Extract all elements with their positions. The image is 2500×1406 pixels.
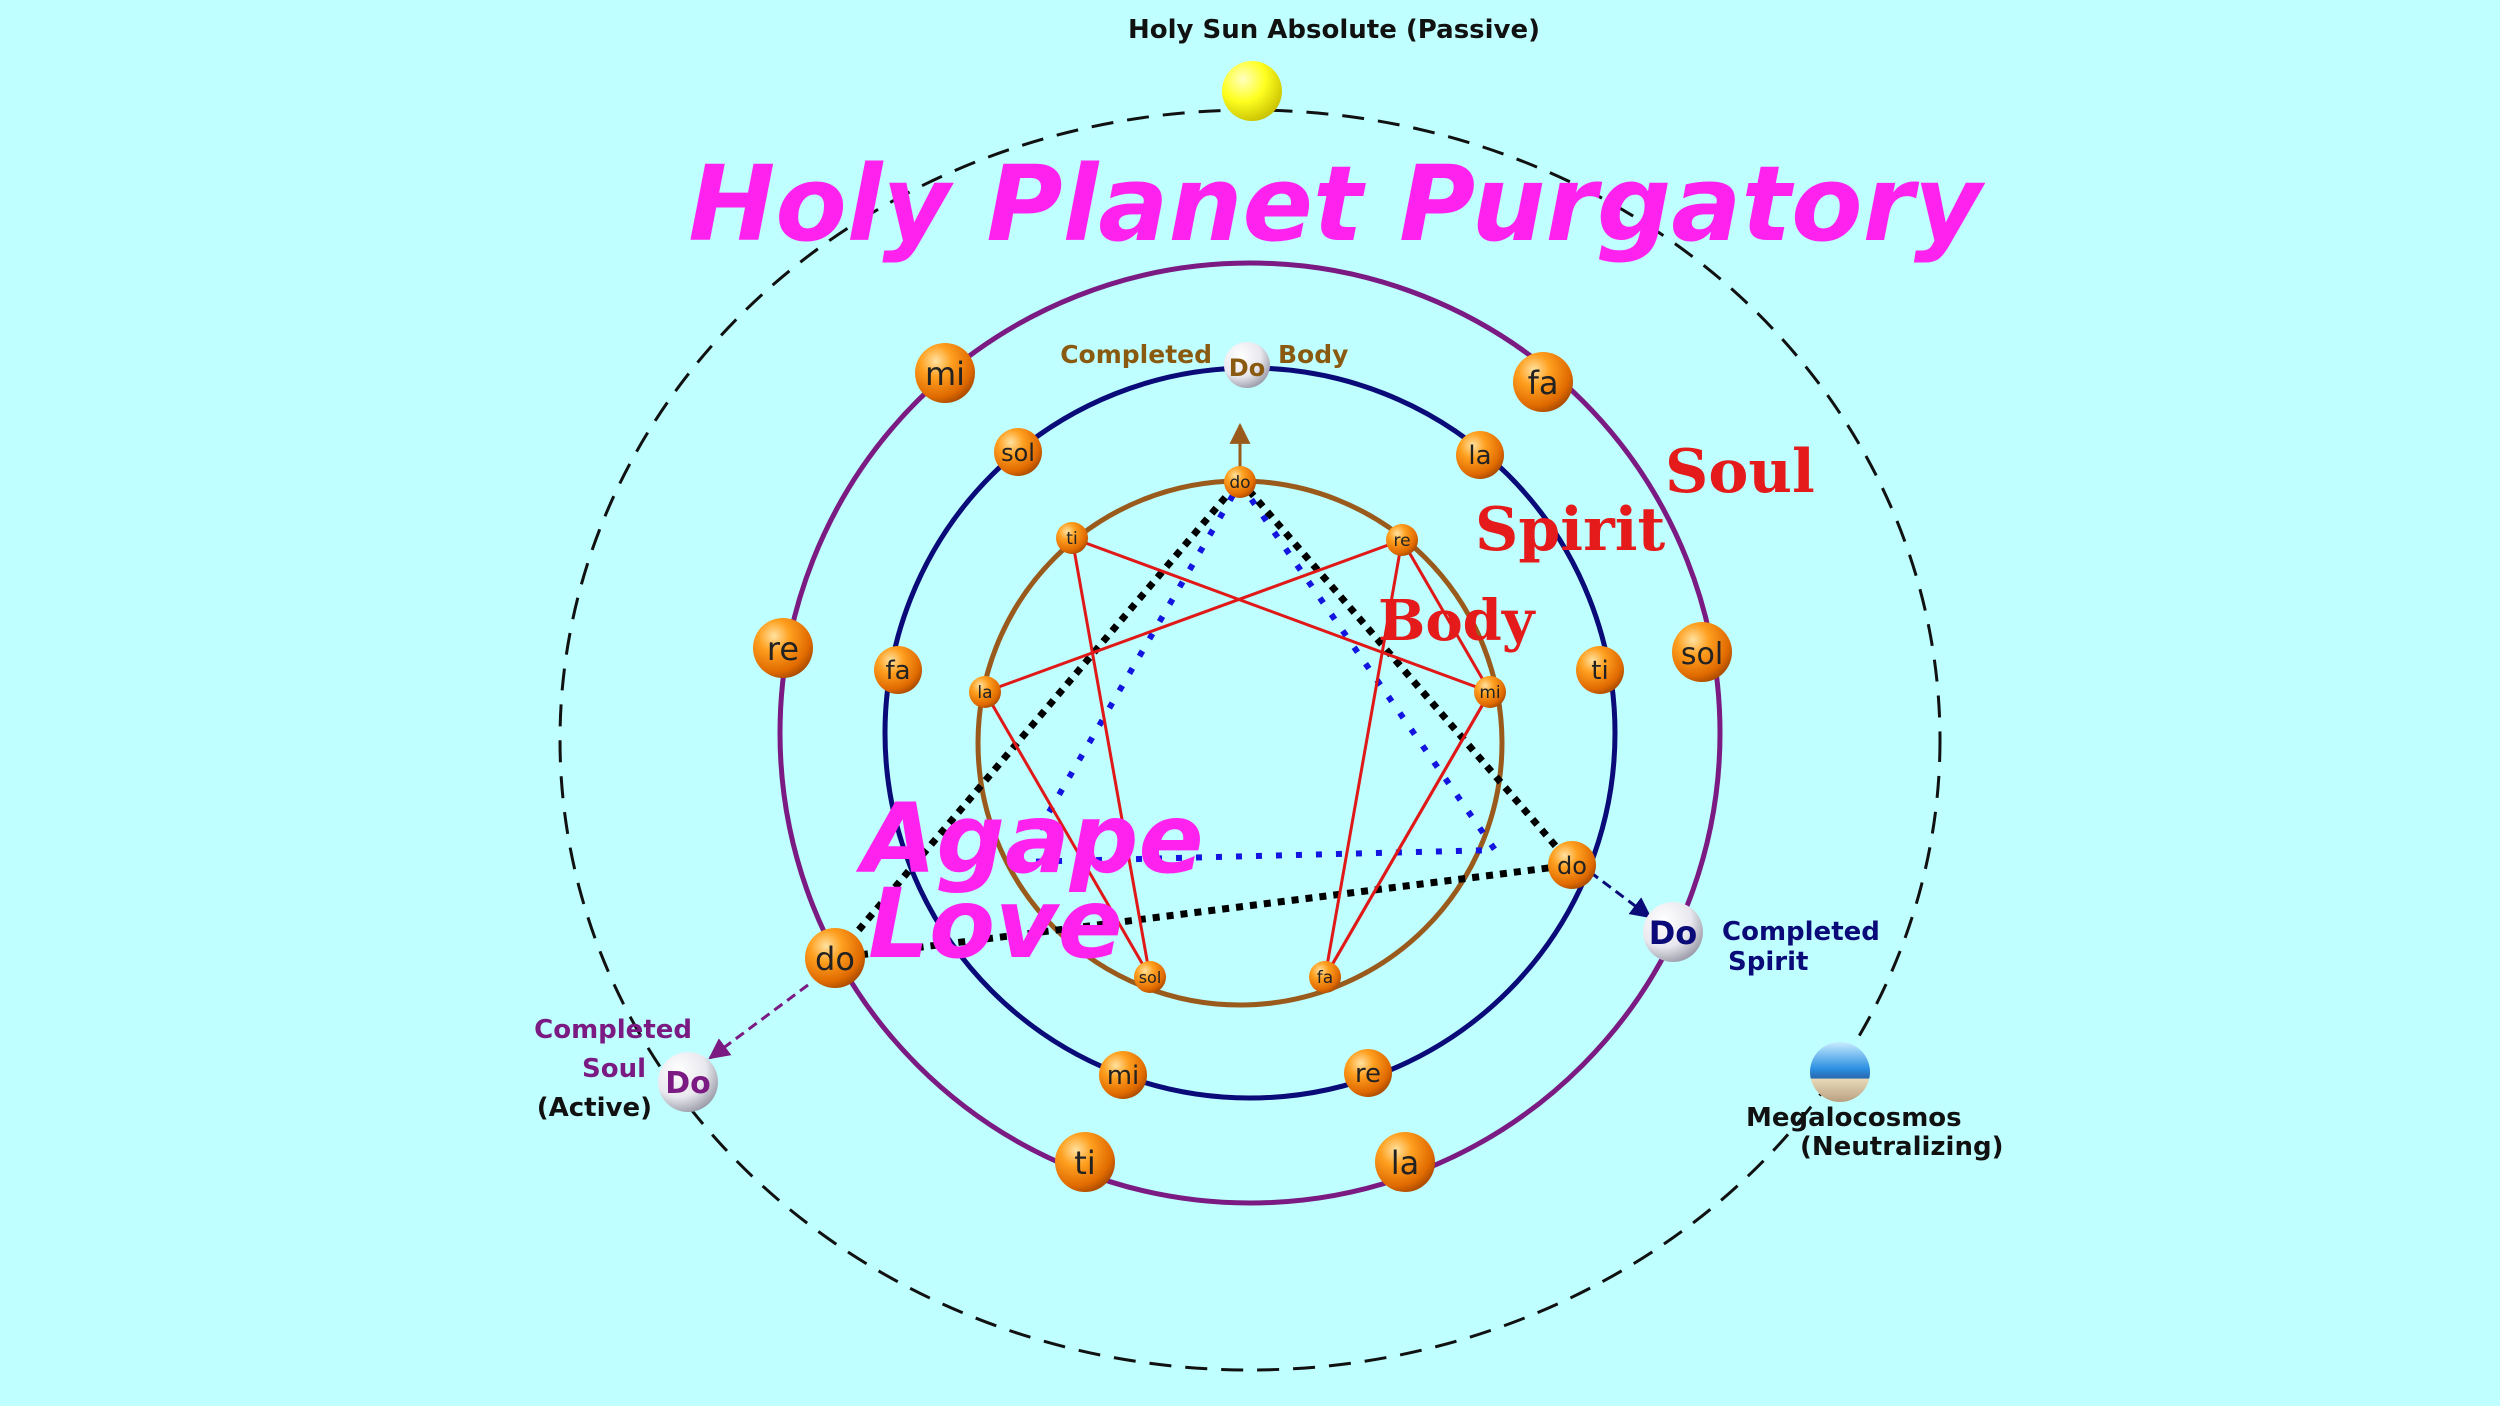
love-label: Love	[868, 868, 1123, 980]
completed-body-right-label: Body	[1278, 340, 1348, 369]
page-title: Holy Planet Purgatory	[688, 143, 1986, 265]
megalocosmos-line1: Megalocosmos	[1746, 1103, 1962, 1133]
spirit-note-do: do	[1548, 841, 1596, 889]
spirit-notes: do re mi fa sol la ti	[874, 428, 1624, 1099]
svg-text:la: la	[1468, 441, 1491, 471]
soul-note-fa: fa	[1513, 352, 1573, 412]
megalocosmos: Megalocosmos (Neutralizing)	[1746, 1042, 2003, 1162]
svg-text:do: do	[1229, 473, 1250, 493]
soul-label: Soul	[1665, 437, 1815, 507]
blue-dotted-triangle	[1014, 477, 1501, 866]
completed-soul-line1: Completed	[534, 1015, 692, 1045]
body-note-la: la	[969, 676, 1001, 708]
completed-soul-line2: Soul	[582, 1054, 646, 1084]
soul-note-ti: ti	[1055, 1132, 1115, 1192]
soul-notes: do re mi fa sol la ti	[753, 343, 1732, 1192]
svg-text:re: re	[1393, 531, 1410, 551]
svg-text:do: do	[815, 940, 855, 978]
body-note-ti: ti	[1056, 522, 1088, 554]
svg-text:ti: ti	[1066, 529, 1077, 549]
body-note-fa: fa	[1309, 961, 1341, 993]
svg-text:re: re	[767, 630, 799, 668]
spirit-note-mi: mi	[1099, 1051, 1147, 1099]
spirit-note-la: la	[1456, 431, 1504, 479]
enneagram-line	[1071, 536, 1491, 694]
holy-sun: Holy Sun Absolute (Passive)	[1128, 15, 1540, 121]
spirit-note-fa: fa	[874, 646, 922, 694]
completed-body-sphere	[1224, 342, 1270, 388]
completed-soul-sphere	[658, 1052, 718, 1112]
svg-text:do: do	[1557, 852, 1587, 880]
svg-text:re: re	[1355, 1059, 1381, 1089]
soul-note-la: la	[1375, 1132, 1435, 1192]
completed-spirit-sphere	[1643, 902, 1703, 962]
svg-text:Do: Do	[1649, 914, 1698, 952]
sun-label: Holy Sun Absolute (Passive)	[1128, 15, 1540, 45]
svg-text:Do: Do	[665, 1066, 711, 1101]
soul-note-do: do	[805, 928, 865, 988]
spirit-note-sol: sol	[994, 428, 1042, 476]
megalocosmos-line2: (Neutralizing)	[1800, 1132, 2003, 1162]
svg-text:ti: ti	[1591, 656, 1608, 686]
completed-spirit: Do Completed Spirit	[1643, 902, 1880, 977]
soul-note-mi: mi	[915, 343, 975, 403]
body-note-mi: mi	[1474, 676, 1506, 708]
svg-text:Do: Do	[1229, 354, 1265, 382]
spirit-label: Spirit	[1475, 495, 1665, 565]
completed-soul: Do Completed Soul (Active)	[534, 1015, 718, 1123]
body-note-re: re	[1386, 524, 1418, 556]
svg-text:mi: mi	[925, 355, 965, 393]
completed-spirit-line2: Spirit	[1728, 947, 1808, 977]
spirit-note-re: re	[1344, 1049, 1392, 1097]
svg-text:la: la	[977, 683, 992, 703]
svg-text:sol: sol	[1681, 637, 1723, 672]
arrow-completed-soul	[708, 983, 809, 1060]
svg-text:fa: fa	[1528, 364, 1559, 402]
svg-text:sol: sol	[1139, 968, 1162, 987]
agape-label: Agape	[855, 783, 1204, 895]
soul-note-sol: sol	[1672, 622, 1732, 682]
soul-note-re: re	[753, 618, 813, 678]
outer-orbit	[558, 108, 1942, 1372]
svg-text:sol: sol	[1001, 439, 1035, 467]
sun-sphere	[1222, 61, 1282, 121]
completed-spirit-line1: Completed	[1722, 917, 1880, 947]
svg-text:la: la	[1391, 1144, 1420, 1182]
soul-circle	[777, 260, 1723, 1206]
enneagram-line	[1323, 691, 1492, 978]
svg-text:fa: fa	[885, 656, 910, 686]
black-dotted-triangle	[826, 474, 1579, 963]
completed-body: Do Completed Body	[1060, 340, 1348, 388]
spirit-note-ti: ti	[1576, 646, 1624, 694]
completed-body-left-label: Completed	[1060, 340, 1212, 369]
body-label: Body	[1378, 588, 1536, 654]
megalocosmos-sphere	[1810, 1042, 1870, 1102]
completed-soul-line3: (Active)	[537, 1093, 652, 1123]
body-notes: do re mi fa sol la ti	[969, 466, 1506, 993]
svg-text:ti: ti	[1074, 1144, 1095, 1182]
body-note-sol: sol	[1134, 961, 1166, 993]
body-note-do: do	[1224, 466, 1256, 498]
arrow-completed-spirit	[1589, 870, 1652, 919]
svg-text:mi: mi	[1479, 683, 1500, 703]
svg-text:mi: mi	[1107, 1061, 1140, 1091]
svg-text:fa: fa	[1317, 968, 1333, 988]
